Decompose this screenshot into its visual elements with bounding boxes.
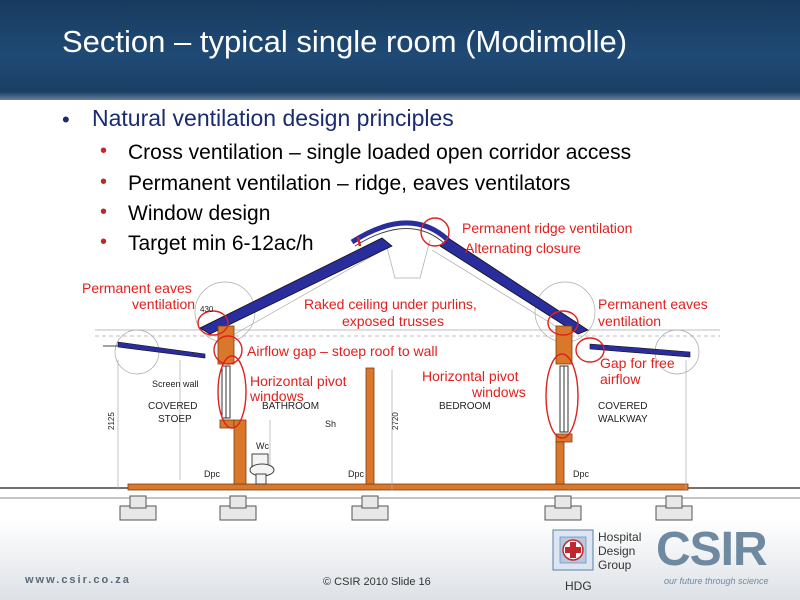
covered-walkway-label-1: COVERED (598, 401, 647, 412)
sub-bullet-text: Target min 6-12ac/h (128, 232, 314, 255)
screen-wall-label: Screen wall (152, 379, 199, 389)
gap-free-label-2: airflow (600, 371, 641, 387)
dpc-label: Dpc (573, 469, 590, 479)
hpivot-right-label-2: windows (471, 384, 526, 400)
bullet-dot-icon: • (100, 171, 108, 193)
stoep-roof (103, 341, 691, 359)
footer-copyright: © CSIR 2010 Slide 16 (323, 576, 431, 588)
annotations: Permanent ridge ventilation Alternating … (82, 220, 708, 404)
alternating-closure-label: Alternating closure (465, 240, 581, 256)
bullet-main-text: Natural ventilation design principles (92, 105, 454, 131)
ridge-ventilation-label: Permanent ridge ventilation (462, 220, 632, 236)
bullet-dot-icon: • (62, 107, 70, 132)
eaves-left-label-1: Permanent eaves (82, 280, 192, 296)
bathroom-label: BATHROOM (262, 401, 319, 412)
ridge-marker (356, 236, 362, 247)
foundations (0, 487, 800, 521)
hdg-abbreviation: HDG (565, 579, 592, 593)
footer-band (0, 520, 800, 600)
dim-2720-label: 2720 (391, 412, 400, 430)
dpc-label: Dpc (204, 469, 221, 479)
dpc-label: Dpc (348, 469, 365, 479)
eaves-right-label-1: Permanent eaves (598, 296, 708, 312)
title-bar (0, 0, 800, 100)
hpivot-left-label-1: Horizontal pivot (250, 373, 347, 389)
covered-stoep-label-2: STOEP (158, 414, 192, 425)
csir-tagline: our future through science (664, 576, 769, 586)
sub-bullet-text: Window design (128, 202, 271, 225)
covered-walkway-label-2: WALKWAY (598, 414, 648, 425)
sub-bullet-text: Cross ventilation – single loaded open c… (128, 141, 632, 164)
sub-bullet-text: Permanent ventilation – ridge, eaves ven… (128, 172, 571, 195)
hdg-line: Group (598, 558, 632, 572)
bullet-dot-icon: • (100, 201, 108, 223)
hdg-line: Design (598, 544, 636, 558)
dim-2125-label: 2125 (107, 412, 116, 430)
footer-url: www.csir.co.za (25, 574, 131, 586)
sh-label: Sh (325, 419, 336, 429)
hdg-logo (552, 529, 594, 571)
slide-title: Section – typical single room (Modimolle… (62, 24, 628, 59)
wc-fixture (249, 453, 275, 485)
wc-label: Wc (256, 441, 269, 451)
hpivot-right-label-1: Horizontal pivot (422, 368, 519, 384)
airflow-gap-label: Airflow gap – stoep roof to wall (247, 343, 438, 359)
dim-430-label: 430 (200, 305, 214, 314)
bullet-dot-icon: • (100, 140, 108, 162)
floor-slab (127, 483, 689, 491)
hdg-name: Hospital Design Group (598, 530, 641, 572)
gap-free-label-1: Gap for free (600, 355, 675, 371)
hdg-line: Hospital (598, 530, 642, 544)
eaves-left-label-2: ventilation (132, 296, 195, 312)
eaves-right-label-2: ventilation (598, 313, 661, 329)
bedroom-label: BEDROOM (439, 401, 491, 412)
csir-logo: CSIR (656, 523, 768, 576)
raked-ceiling-label-2: exposed trusses (342, 313, 444, 329)
drawing-labels: Screen wall COVERED STOEP BATHROOM BEDRO… (107, 305, 648, 479)
covered-stoep-label-1: COVERED (148, 401, 197, 412)
hpivot-left-label-2: windows (249, 388, 304, 404)
windows (221, 365, 569, 433)
bullet-dot-icon: • (100, 231, 108, 253)
raked-ceiling-label-1: Raked ceiling under purlins, (304, 296, 477, 312)
annotation-circles (197, 217, 605, 439)
